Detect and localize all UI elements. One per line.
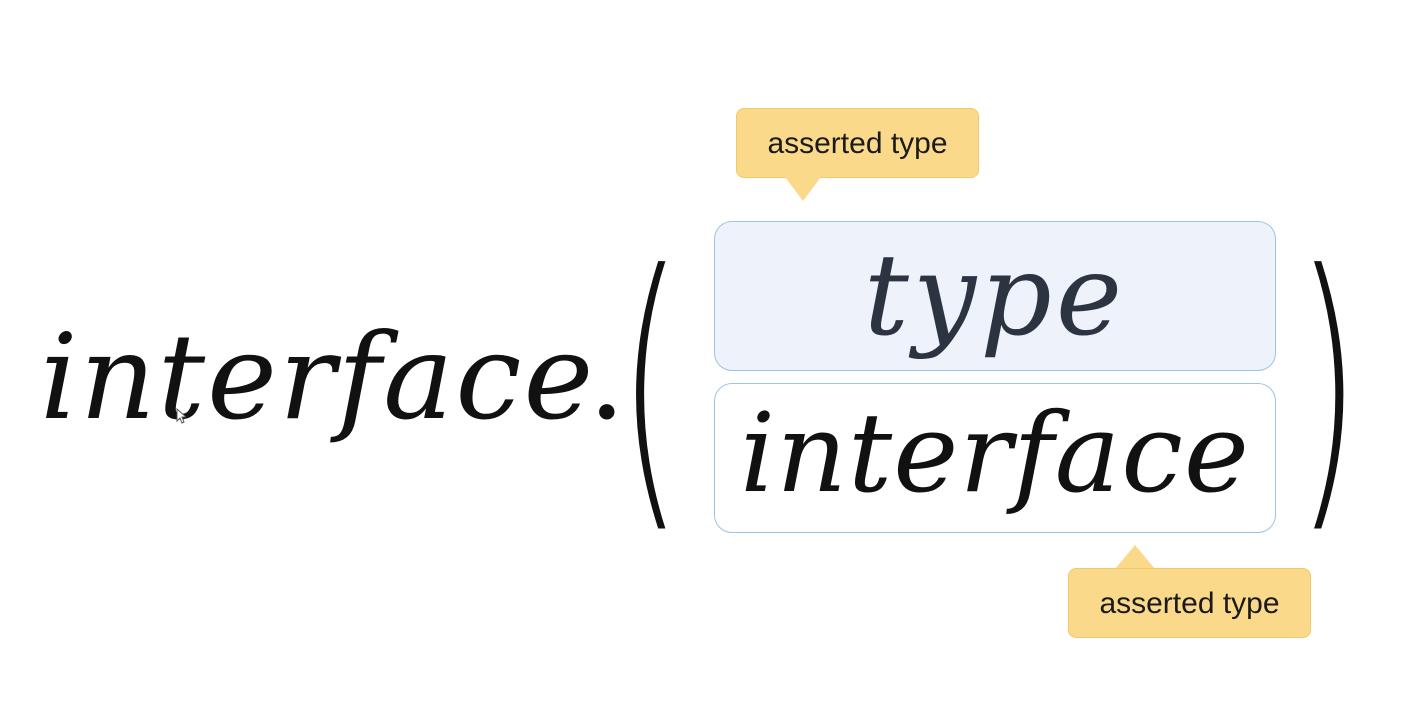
close-paren: ) — [1296, 211, 1361, 560]
callout-pointer-bottom — [1115, 545, 1155, 569]
asserted-type-callout-top: asserted type — [736, 108, 979, 178]
asserted-type-callout-bottom: asserted type — [1068, 568, 1311, 638]
type-option-box: type — [714, 221, 1276, 371]
open-paren: ( — [618, 211, 683, 560]
interface-option-box: interface — [714, 383, 1276, 533]
dot-operator: . — [588, 308, 626, 446]
interface-option-label: interface — [740, 389, 1250, 517]
callout-pointer-top — [785, 177, 821, 201]
type-option-label: type — [863, 231, 1127, 361]
left-operand-interface: interface — [40, 308, 596, 446]
mouse-cursor-icon — [176, 408, 186, 424]
